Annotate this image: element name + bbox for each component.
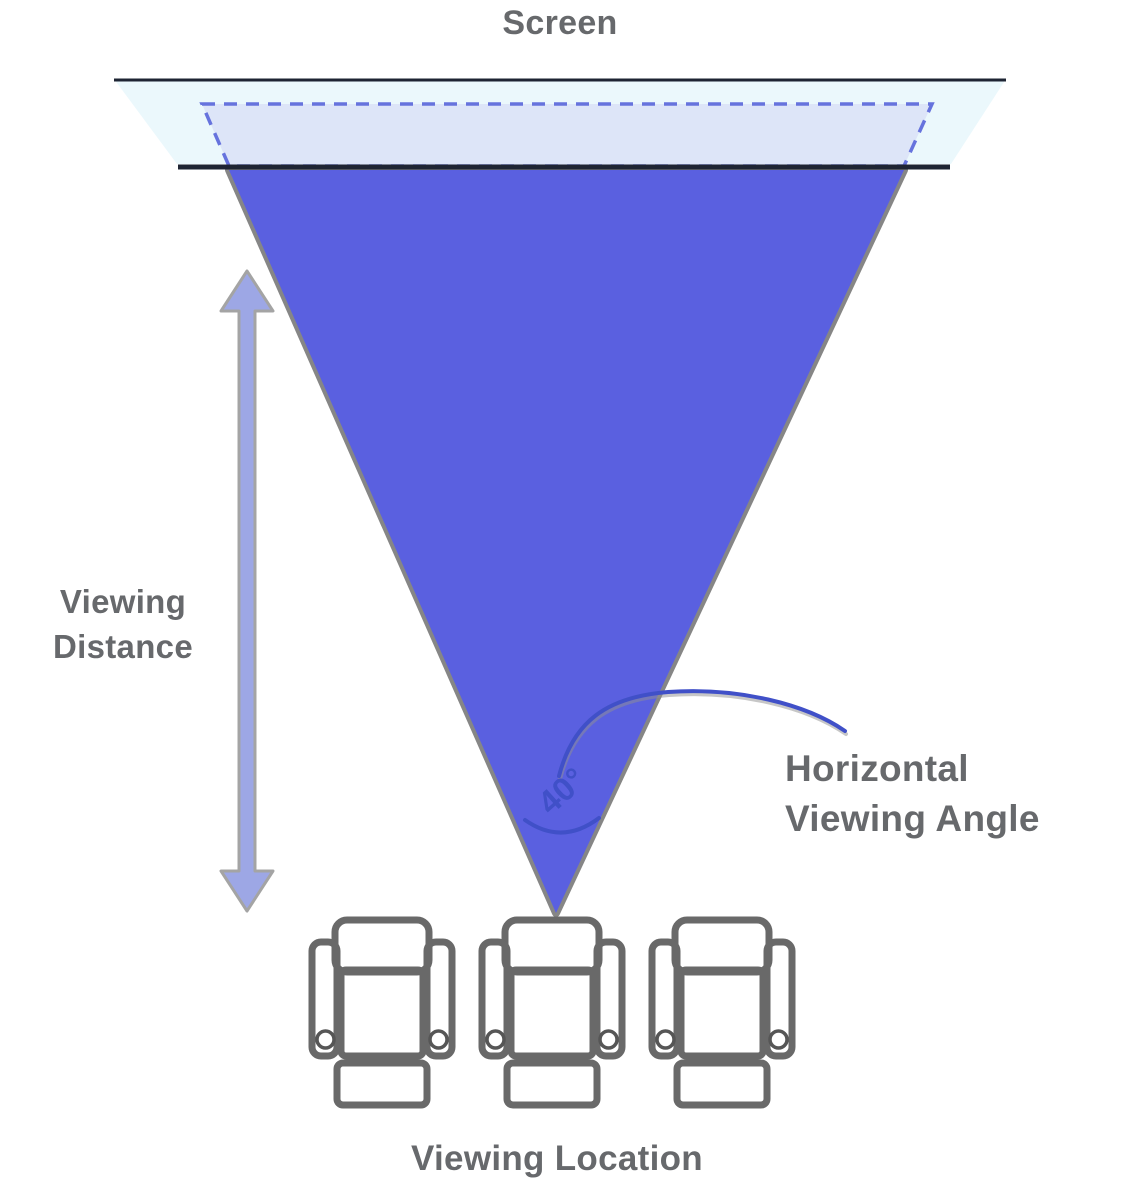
viewing-cone-triangle	[225, 166, 908, 917]
recliner-seat-top-view-icon	[648, 916, 796, 1109]
screen-projection-dashed-area	[199, 102, 935, 168]
angle-arc-icon	[523, 816, 601, 835]
recliner-seat-top-view-icon	[308, 916, 456, 1109]
viewing-distance-label: Viewing Distance	[53, 583, 193, 665]
leader-line-shadow	[558, 692, 848, 781]
horizontal-viewing-angle-label: Horizontal Viewing Angle	[785, 748, 1040, 839]
double-headed-vertical-arrow-icon	[219, 269, 275, 913]
recliner-seat-top-view-icon	[478, 916, 626, 1109]
screen-label: Screen	[502, 4, 618, 42]
curved-leader-line-icon	[557, 689, 847, 778]
viewing-location-label: Viewing Location	[411, 1139, 703, 1178]
